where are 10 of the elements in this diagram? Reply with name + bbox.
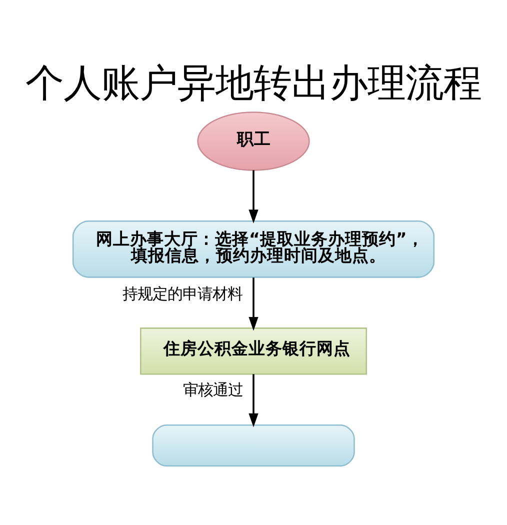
node-box: 网上办事大厅：选择“提取业务办理预约”，填报信息，预约办理时间及地点。 — [72, 220, 435, 278]
edge-label: 持规定的申请材料 — [122, 284, 242, 302]
node-box: 住房公积金业务银行网点 — [140, 327, 367, 374]
arrow — [248, 374, 258, 427]
arrow — [248, 277, 258, 330]
diagram-title: 个人账户异地转出办理流程 — [26, 60, 482, 106]
arrow — [248, 170, 258, 223]
node-box — [152, 424, 355, 466]
edge-label: 审核通过 — [182, 380, 243, 399]
node-ellipse: 职工 — [197, 111, 310, 170]
